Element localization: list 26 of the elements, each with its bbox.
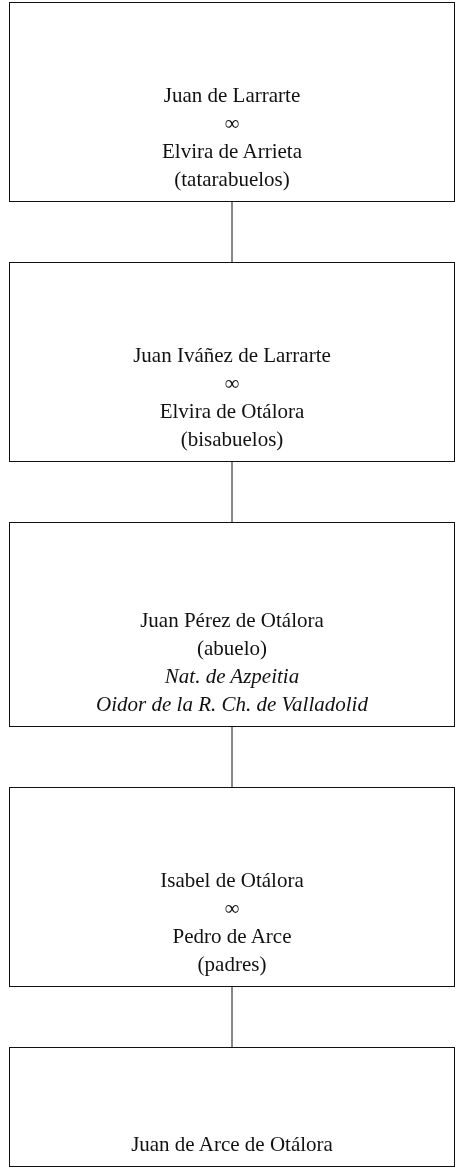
person-text: (bisabuelos) — [180, 426, 284, 453]
person-box — [9, 1047, 455, 1167]
connector-line — [231, 201, 233, 263]
person-box — [9, 522, 455, 727]
person-text: Isabel de Otálora — [160, 867, 304, 894]
person-box — [9, 262, 455, 462]
person-text: ∞ — [224, 895, 240, 922]
person-text: ∞ — [224, 110, 240, 137]
person-text: Juan Pérez de Otálora — [140, 607, 324, 634]
person-text: Nat. de Azpeitia — [164, 663, 300, 690]
person-text: Oidor de la R. Ch. de Valladolid — [96, 691, 368, 718]
person-text: (padres) — [197, 951, 267, 978]
person-text: Juan Iváñez de Larrarte — [133, 342, 331, 369]
person-box — [9, 2, 455, 202]
person-text: Juan de Arce de Otálora — [131, 1131, 333, 1158]
person-text: Juan de Larrarte — [163, 82, 301, 109]
person-box — [9, 787, 455, 987]
connector-line — [231, 726, 233, 788]
connector-line — [231, 986, 233, 1048]
person-text: (abuelo) — [197, 635, 267, 662]
person-text: Elvira de Otálora — [159, 398, 305, 425]
connector-line — [231, 461, 233, 523]
person-text: (tatarabuelos) — [174, 166, 290, 193]
person-text: Pedro de Arce — [172, 923, 292, 950]
person-text: Elvira de Arrieta — [162, 138, 302, 165]
person-text: ∞ — [224, 370, 240, 397]
